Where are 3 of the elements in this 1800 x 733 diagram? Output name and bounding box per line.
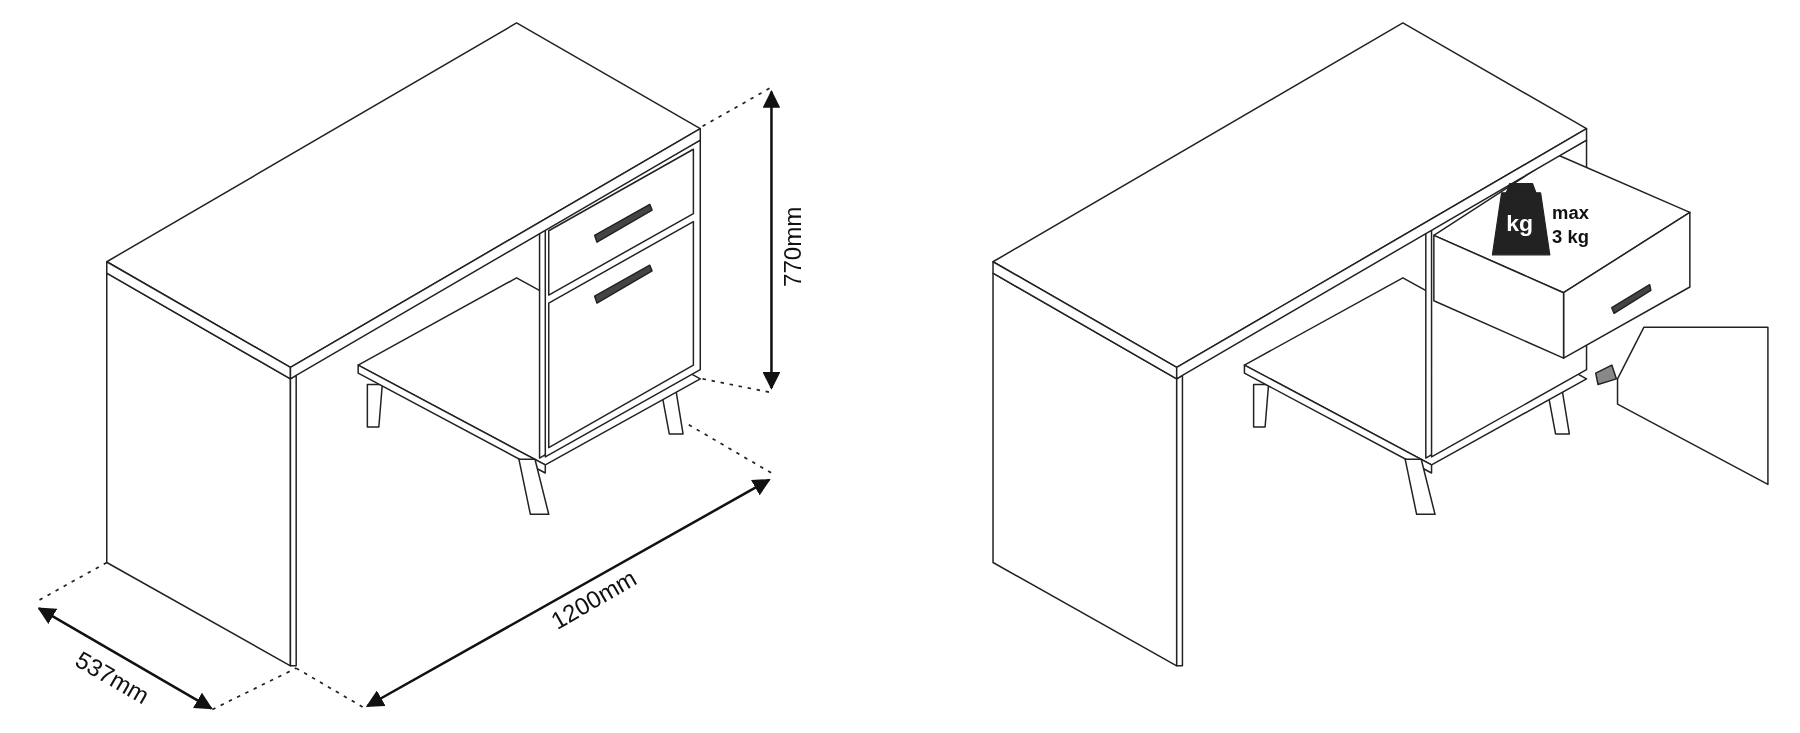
load-limit-label: max 3 kg	[1552, 202, 1590, 249]
weight-unit-label: kg	[1506, 211, 1533, 235]
dimension-label: 770mm	[780, 206, 805, 287]
